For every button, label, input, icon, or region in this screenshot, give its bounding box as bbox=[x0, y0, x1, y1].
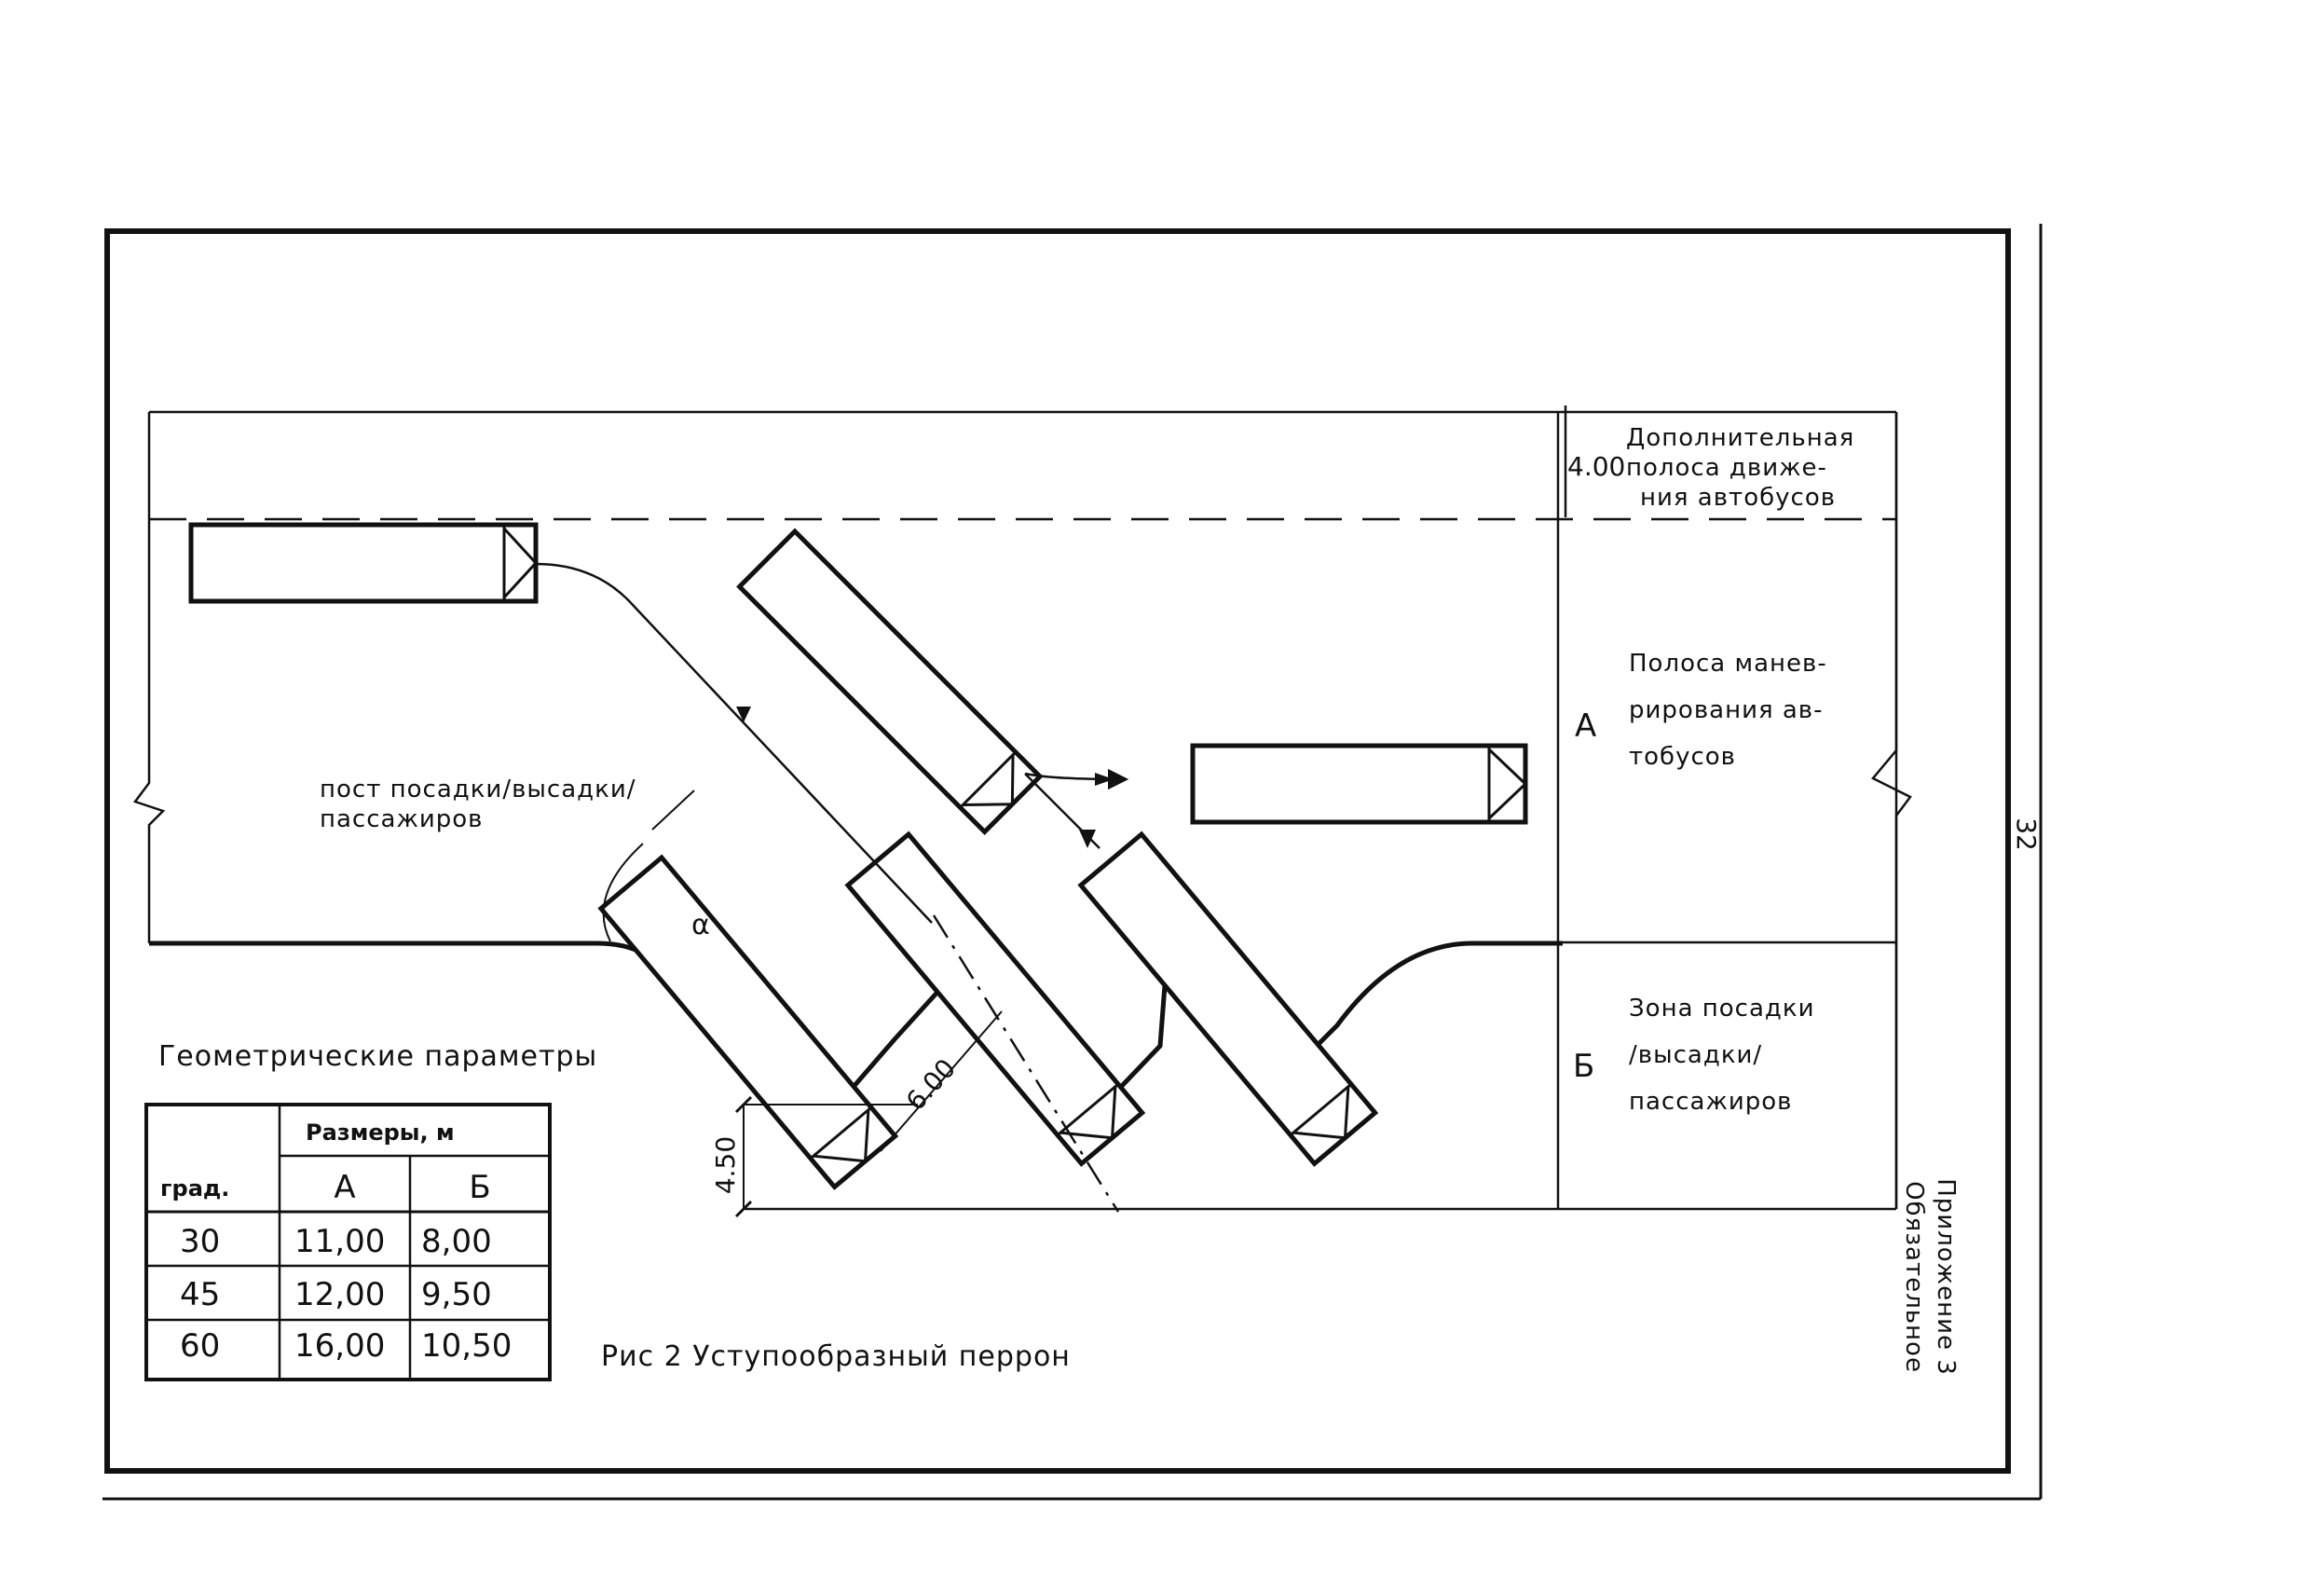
site-outline bbox=[132, 405, 1912, 1211]
bus-bay-1 bbox=[597, 854, 899, 1190]
svg-text:/высадки/: /высадки/ bbox=[1629, 1041, 1762, 1069]
svg-text:45: 45 bbox=[180, 1276, 220, 1313]
appendix-line-1: Приложение 3 bbox=[1932, 1178, 1960, 1376]
svg-text:30: 30 bbox=[180, 1223, 220, 1260]
table-row: 45 12,00 9,50 bbox=[180, 1276, 492, 1313]
dimension-ticks bbox=[734, 1095, 753, 1218]
extra-lane-label: Дополнительная полоса движе- ния автобус… bbox=[1626, 424, 1854, 512]
post-label: пост посадки/высадки/ пассажиров bbox=[320, 776, 636, 833]
bus-bay-2 bbox=[844, 831, 1146, 1167]
dimension-lines bbox=[602, 790, 1003, 1210]
direction-arrows bbox=[736, 707, 1114, 848]
svg-text:полоса движе-: полоса движе- bbox=[1626, 454, 1827, 482]
bus-top-left bbox=[188, 522, 539, 604]
svg-text:8,00: 8,00 bbox=[421, 1223, 492, 1260]
svg-text:Зона посадки: Зона посадки bbox=[1629, 995, 1814, 1023]
angle-symbol: α bbox=[691, 909, 711, 941]
bay-width-dimension: 6.00 bbox=[900, 1052, 962, 1116]
sheet-frame bbox=[103, 224, 2043, 1501]
table-group-header: Размеры, м bbox=[306, 1119, 455, 1146]
svg-text:пассажиров: пассажиров bbox=[320, 805, 484, 833]
page-number: 32 bbox=[2011, 817, 2042, 851]
svg-text:11,00: 11,00 bbox=[294, 1223, 385, 1260]
table-col-a: А bbox=[334, 1169, 355, 1206]
svg-text:тобусов: тобусов bbox=[1629, 743, 1736, 771]
appendix-note: Приложение 3 Обязательное bbox=[1900, 1178, 1960, 1376]
maneuver-zone-marker: А bbox=[1575, 707, 1596, 745]
svg-text:Дополнительная: Дополнительная bbox=[1626, 424, 1854, 452]
boarding-zone-marker: Б bbox=[1573, 1048, 1594, 1085]
table-row: 30 11,00 8,00 bbox=[180, 1223, 492, 1260]
svg-text:пост посадки/высадки/: пост посадки/высадки/ bbox=[320, 776, 636, 803]
svg-text:60: 60 bbox=[180, 1327, 220, 1365]
svg-text:10,50: 10,50 bbox=[421, 1327, 512, 1365]
table-col-b: Б bbox=[469, 1169, 490, 1206]
maneuver-lane-label: Полоса манев- рирования ав- тобусов bbox=[1629, 650, 1827, 771]
table-title: Геометрические параметры bbox=[158, 1040, 597, 1073]
svg-text:рирования ав-: рирования ав- bbox=[1629, 696, 1824, 724]
svg-text:12,00: 12,00 bbox=[294, 1276, 385, 1313]
svg-text:16,00: 16,00 bbox=[294, 1327, 385, 1365]
bus-bay-3 bbox=[1077, 831, 1379, 1167]
table-col-degrees: град. bbox=[160, 1175, 229, 1202]
bus-right bbox=[1190, 743, 1528, 825]
offset-dimension: 4.50 bbox=[710, 1136, 741, 1194]
svg-text:9,50: 9,50 bbox=[421, 1276, 492, 1313]
svg-text:пассажиров: пассажиров bbox=[1629, 1088, 1793, 1116]
table-row: 60 16,00 10,50 bbox=[180, 1327, 512, 1365]
parameters-table bbox=[144, 1103, 552, 1381]
svg-text:ния автобусов: ния автобусов bbox=[1640, 484, 1836, 512]
extra-lane-width: 4.00 bbox=[1567, 451, 1625, 482]
boarding-zone-label: Зона посадки /высадки/ пассажиров bbox=[1629, 995, 1814, 1116]
bus-diagonal-top bbox=[736, 528, 1044, 835]
figure-caption: Рис 2 Уступообразный перрон bbox=[601, 1340, 1071, 1373]
appendix-line-2: Обязательное bbox=[1900, 1181, 1928, 1373]
svg-text:Полоса манев-: Полоса манев- bbox=[1629, 650, 1827, 678]
